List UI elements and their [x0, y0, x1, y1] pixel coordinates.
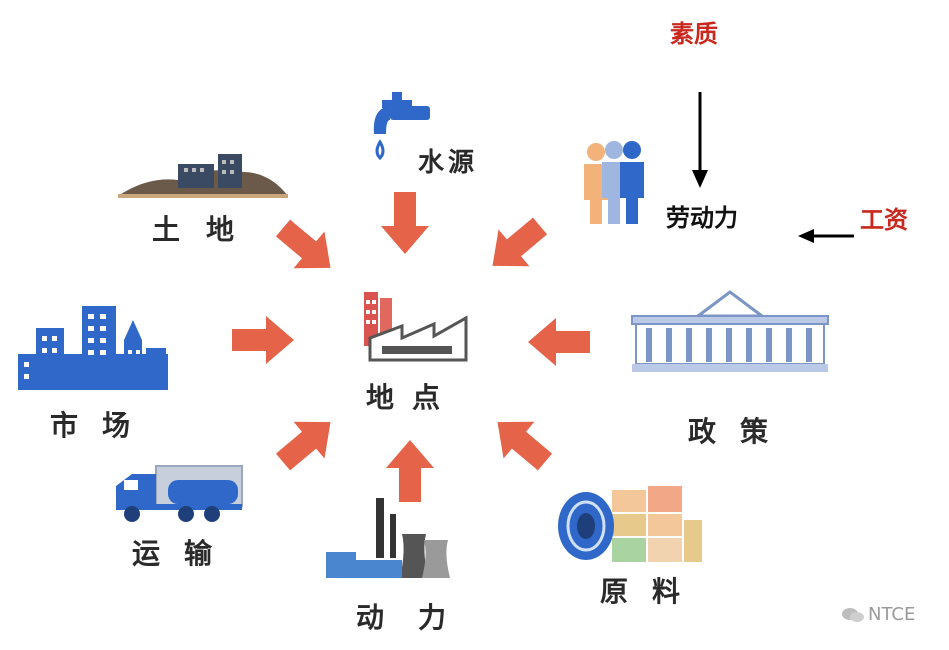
wechat-icon [842, 608, 864, 622]
material-label: 原料 [600, 575, 705, 608]
wage-to-labor-arrow [798, 229, 854, 243]
water-label: 水源 [418, 148, 479, 178]
factory-icon [364, 292, 468, 362]
arrow-from-transport [267, 403, 346, 481]
center-label: 地点 [366, 381, 459, 414]
arrow-from-water [381, 192, 429, 254]
wage-label: 工资 [860, 206, 908, 234]
land-label: 土地 [152, 213, 261, 246]
power-label: 动力 [356, 601, 481, 634]
people-icon [584, 141, 644, 224]
market-label: 市场 [50, 409, 155, 442]
arrow-from-material [482, 403, 561, 481]
watermark-text: NTCE [868, 604, 916, 625]
transport-label: 运输 [132, 537, 237, 570]
city-buildings-icon [18, 306, 168, 390]
labor-label: 劳动力 [666, 204, 738, 232]
truck-icon [116, 465, 243, 522]
power-plant-icon [326, 498, 450, 578]
government-building-icon [631, 290, 829, 372]
policy-label: 政策 [688, 415, 793, 448]
faucet-icon [373, 92, 430, 161]
arrow-from-land [267, 209, 346, 287]
land-icon [118, 154, 288, 198]
arrow-from-power [386, 440, 434, 502]
raw-materials-icon [558, 486, 702, 562]
quality-to-labor-arrow [692, 92, 708, 188]
arrow-from-policy [528, 318, 590, 366]
arrow-from-labor [477, 207, 556, 285]
arrow-from-market [232, 316, 294, 364]
quality-label: 素质 [670, 20, 718, 48]
